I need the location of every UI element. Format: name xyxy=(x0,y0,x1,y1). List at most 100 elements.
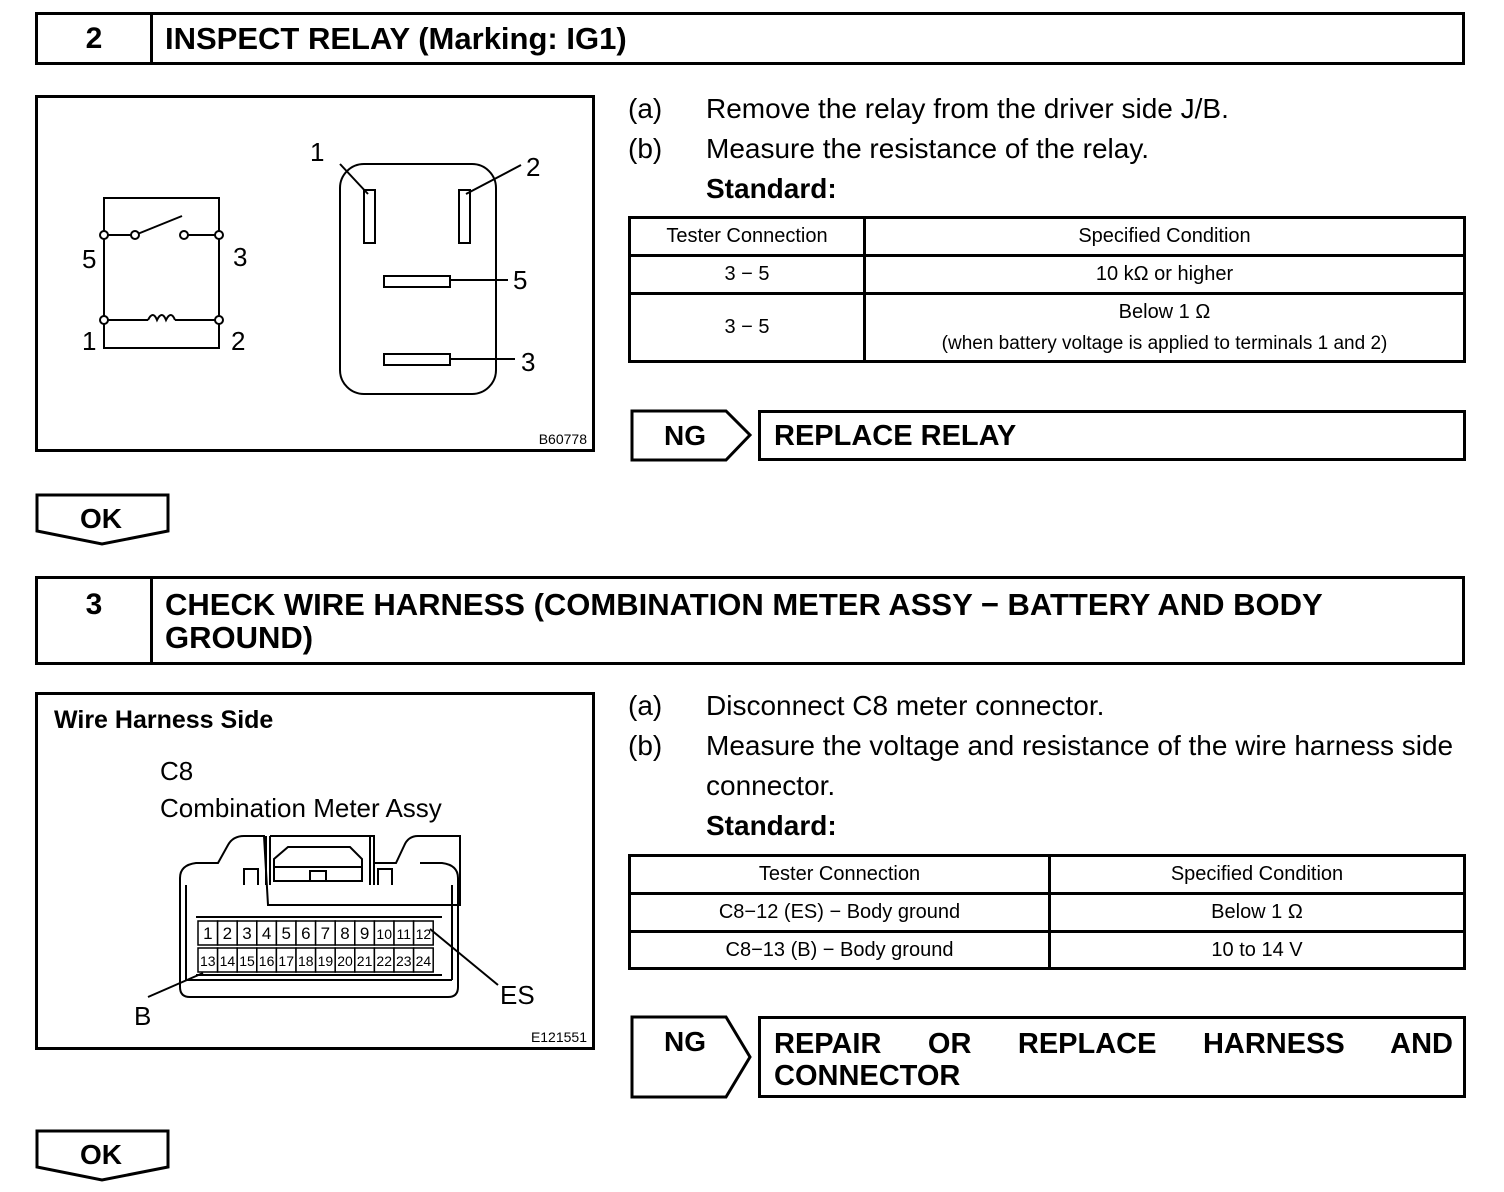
standard-label: Standard: xyxy=(706,173,837,204)
step-number: 3 xyxy=(38,579,153,662)
step-2-header: 2 INSPECT RELAY (Marking: IG1) xyxy=(35,12,1465,65)
pin-2-label: 2 xyxy=(526,152,540,182)
pin-number: 4 xyxy=(262,924,271,943)
table-header-row: Tester Connection Specified Condition xyxy=(628,216,1466,257)
pin-number: 17 xyxy=(278,953,294,969)
ng-action-text: REPLACE RELAY xyxy=(774,420,1017,452)
step-3-spec-table: Tester Connection Specified Condition C8… xyxy=(628,854,1466,970)
pin-number: 19 xyxy=(318,953,334,969)
column-header: Tester Connection xyxy=(628,216,866,257)
terminal-3-label: 3 xyxy=(233,242,247,272)
table-row: C8−13 (B) − Body ground 10 to 14 V xyxy=(628,930,1466,970)
ok-label: OK xyxy=(80,503,122,534)
pin-number: 22 xyxy=(376,953,392,969)
relay-diagram: 5 3 1 2 1 2 5 3 B60778 xyxy=(82,137,587,447)
ok-label: OK xyxy=(80,1139,122,1170)
cell-connection: 3 − 5 xyxy=(628,254,866,295)
ng-label: NG xyxy=(664,420,706,451)
pin-es-label: ES xyxy=(500,980,535,1010)
condition-note: (when battery voltage is applied to term… xyxy=(941,332,1388,354)
column-header: Specified Condition xyxy=(863,216,1466,257)
pin-number: 15 xyxy=(239,953,255,969)
instruction-label: (a) xyxy=(628,93,663,124)
ok-arrow-icon: OK xyxy=(35,493,170,546)
ng-action-box: REPAIR OR REPLACE HARNESS AND CONNECTOR xyxy=(758,1016,1466,1098)
table-header-row: Tester Connection Specified Condition xyxy=(628,854,1466,895)
cell-connection: C8−12 (ES) − Body ground xyxy=(628,892,1051,933)
instruction-text: Measure the resistance of the relay. xyxy=(706,133,1150,164)
pin-3-label: 3 xyxy=(521,347,535,377)
pin-number: 16 xyxy=(259,953,275,969)
pin-5-label: 5 xyxy=(513,265,527,295)
ng-indicator: NG xyxy=(630,409,754,467)
connector-figure: Wire Harness Side C8 Combination Meter A… xyxy=(35,692,595,1050)
pin-number: 8 xyxy=(340,924,349,943)
pin-number: 10 xyxy=(376,926,392,942)
instruction-a: (a) Remove the relay from the driver sid… xyxy=(628,89,1470,129)
instruction-label: (b) xyxy=(628,133,663,164)
pin-number: 24 xyxy=(416,953,432,969)
column-header: Specified Condition xyxy=(1048,854,1466,895)
pin-number: 3 xyxy=(242,924,251,943)
pin-number: 13 xyxy=(200,953,216,969)
terminal-1-label: 1 xyxy=(82,326,96,356)
ok-indicator: OK xyxy=(35,493,175,552)
table-row: C8−12 (ES) − Body ground Below 1 Ω xyxy=(628,892,1466,933)
pin-number: 20 xyxy=(337,953,353,969)
ng-label: NG xyxy=(664,1026,706,1057)
ok-indicator: OK xyxy=(35,1129,175,1188)
step-3-instructions: (a) Disconnect C8 meter connector. (b) M… xyxy=(628,686,1470,846)
ng-arrow-icon: NG xyxy=(630,409,753,462)
connector-name-label: Combination Meter Assy xyxy=(160,793,442,823)
pin-number: 1 xyxy=(203,924,212,943)
pin-number: 12 xyxy=(416,926,432,942)
figure-code: B60778 xyxy=(539,431,587,447)
condition-value: Below 1 Ω xyxy=(1118,300,1211,323)
ng-indicator: NG xyxy=(630,1015,754,1104)
pin-number: 18 xyxy=(298,953,314,969)
cell-condition: Below 1 Ω xyxy=(1048,892,1466,933)
pin-number: 14 xyxy=(220,953,236,969)
table-row: 3 − 5 Below 1 Ω (when battery voltage is… xyxy=(628,292,1466,363)
instruction-text: Remove the relay from the driver side J/… xyxy=(706,93,1229,124)
step-3-header: 3 CHECK WIRE HARNESS (COMBINATION METER … xyxy=(35,576,1465,665)
figure-code: E121551 xyxy=(531,1029,587,1045)
step-title: CHECK WIRE HARNESS (COMBINATION METER AS… xyxy=(165,587,1323,655)
instruction-b: (b) Measure the resistance of the relay. xyxy=(628,129,1470,169)
pin-number: 6 xyxy=(301,924,310,943)
standard-label: Standard: xyxy=(706,810,837,841)
pin-number: 11 xyxy=(397,926,412,942)
ng-action-box: REPLACE RELAY xyxy=(758,410,1466,461)
cell-connection: C8−13 (B) − Body ground xyxy=(628,930,1051,970)
cell-condition: 10 to 14 V xyxy=(1048,930,1466,970)
ng-action-text: REPAIR OR REPLACE HARNESS AND CONNECTOR xyxy=(774,1028,1453,1092)
pin-cell xyxy=(412,920,434,946)
column-header: Tester Connection xyxy=(628,854,1051,895)
instruction-text: Disconnect C8 meter connector. xyxy=(706,690,1105,721)
pin-number: 7 xyxy=(321,924,330,943)
pin-number: 21 xyxy=(357,953,373,969)
instruction-text: Measure the voltage and resistance of th… xyxy=(706,730,1454,801)
pin-number: 23 xyxy=(396,953,412,969)
step-2-instructions: (a) Remove the relay from the driver sid… xyxy=(628,89,1470,209)
connector-diagram: Wire Harness Side C8 Combination Meter A… xyxy=(54,706,587,1045)
cell-connection: 3 − 5 xyxy=(628,292,866,363)
ok-arrow-icon: OK xyxy=(35,1129,170,1182)
cell-condition: 10 kΩ or higher xyxy=(863,254,1466,295)
step-number: 2 xyxy=(38,15,153,62)
pin-number: 2 xyxy=(223,924,232,943)
pin-number: 5 xyxy=(281,924,290,943)
cell-condition: Below 1 Ω (when battery voltage is appli… xyxy=(863,292,1466,363)
pin-cell xyxy=(412,947,434,973)
step-2-spec-table: Tester Connection Specified Condition 3 … xyxy=(628,216,1466,363)
table-row: 3 − 5 10 kΩ or higher xyxy=(628,254,1466,295)
wire-harness-side-label: Wire Harness Side xyxy=(54,706,273,734)
instruction-label: (a) xyxy=(628,690,663,721)
terminal-2-label: 2 xyxy=(231,326,245,356)
connector-id-label: C8 xyxy=(160,756,193,786)
ng-arrow-icon: NG xyxy=(630,1015,752,1099)
relay-figure: 5 3 1 2 1 2 5 3 B60778 xyxy=(35,95,595,452)
instruction-a: (a) Disconnect C8 meter connector. xyxy=(628,686,1470,726)
pin-b-label: B xyxy=(134,1001,151,1031)
instruction-b: (b) Measure the voltage and resistance o… xyxy=(628,726,1470,806)
